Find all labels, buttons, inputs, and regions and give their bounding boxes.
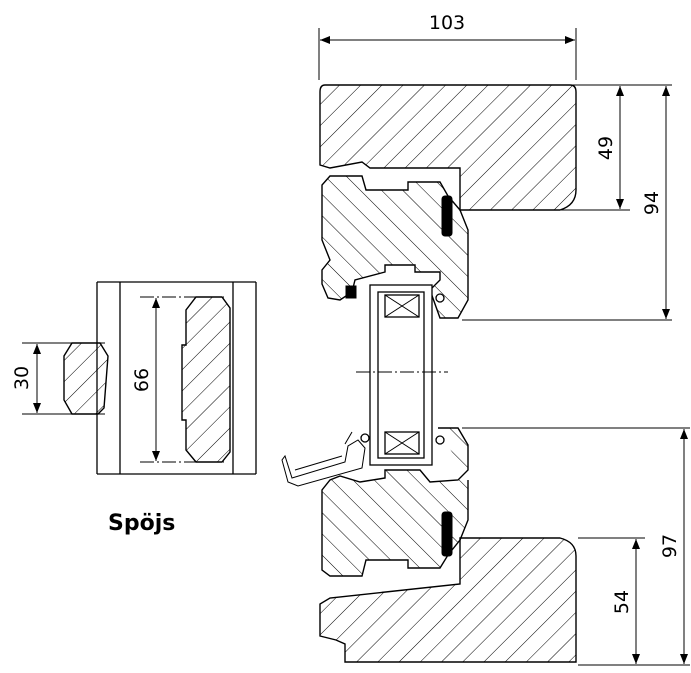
gasket: [441, 195, 453, 237]
spojs-caption: Spöjs: [108, 511, 175, 536]
large-spojs-profile: [181, 296, 231, 463]
seal: [435, 435, 445, 445]
weather-drip: [281, 439, 366, 487]
dim-label-54: 54: [611, 590, 633, 614]
upper-frame-profile: [319, 84, 577, 211]
dim-label-94: 94: [641, 191, 663, 215]
seal: [360, 433, 370, 443]
dim-label-49: 49: [595, 136, 617, 160]
dim-label-66: 66: [131, 368, 153, 392]
spojs-profiles: 30 66 Spöjs: [11, 281, 257, 536]
upper-sash-profile: [321, 175, 469, 319]
lower-sash-profile: [321, 427, 469, 577]
window-frame-section: 103 49: [281, 12, 690, 666]
dim-label-30: 30: [11, 366, 33, 390]
lower-frame-profile: [319, 537, 577, 663]
dim-label-103: 103: [429, 12, 465, 34]
glass-inner: [377, 291, 425, 459]
dim-label-97: 97: [659, 534, 681, 558]
seal: [435, 293, 445, 303]
gasket: [345, 285, 357, 299]
small-spojs-profile: [63, 342, 109, 415]
